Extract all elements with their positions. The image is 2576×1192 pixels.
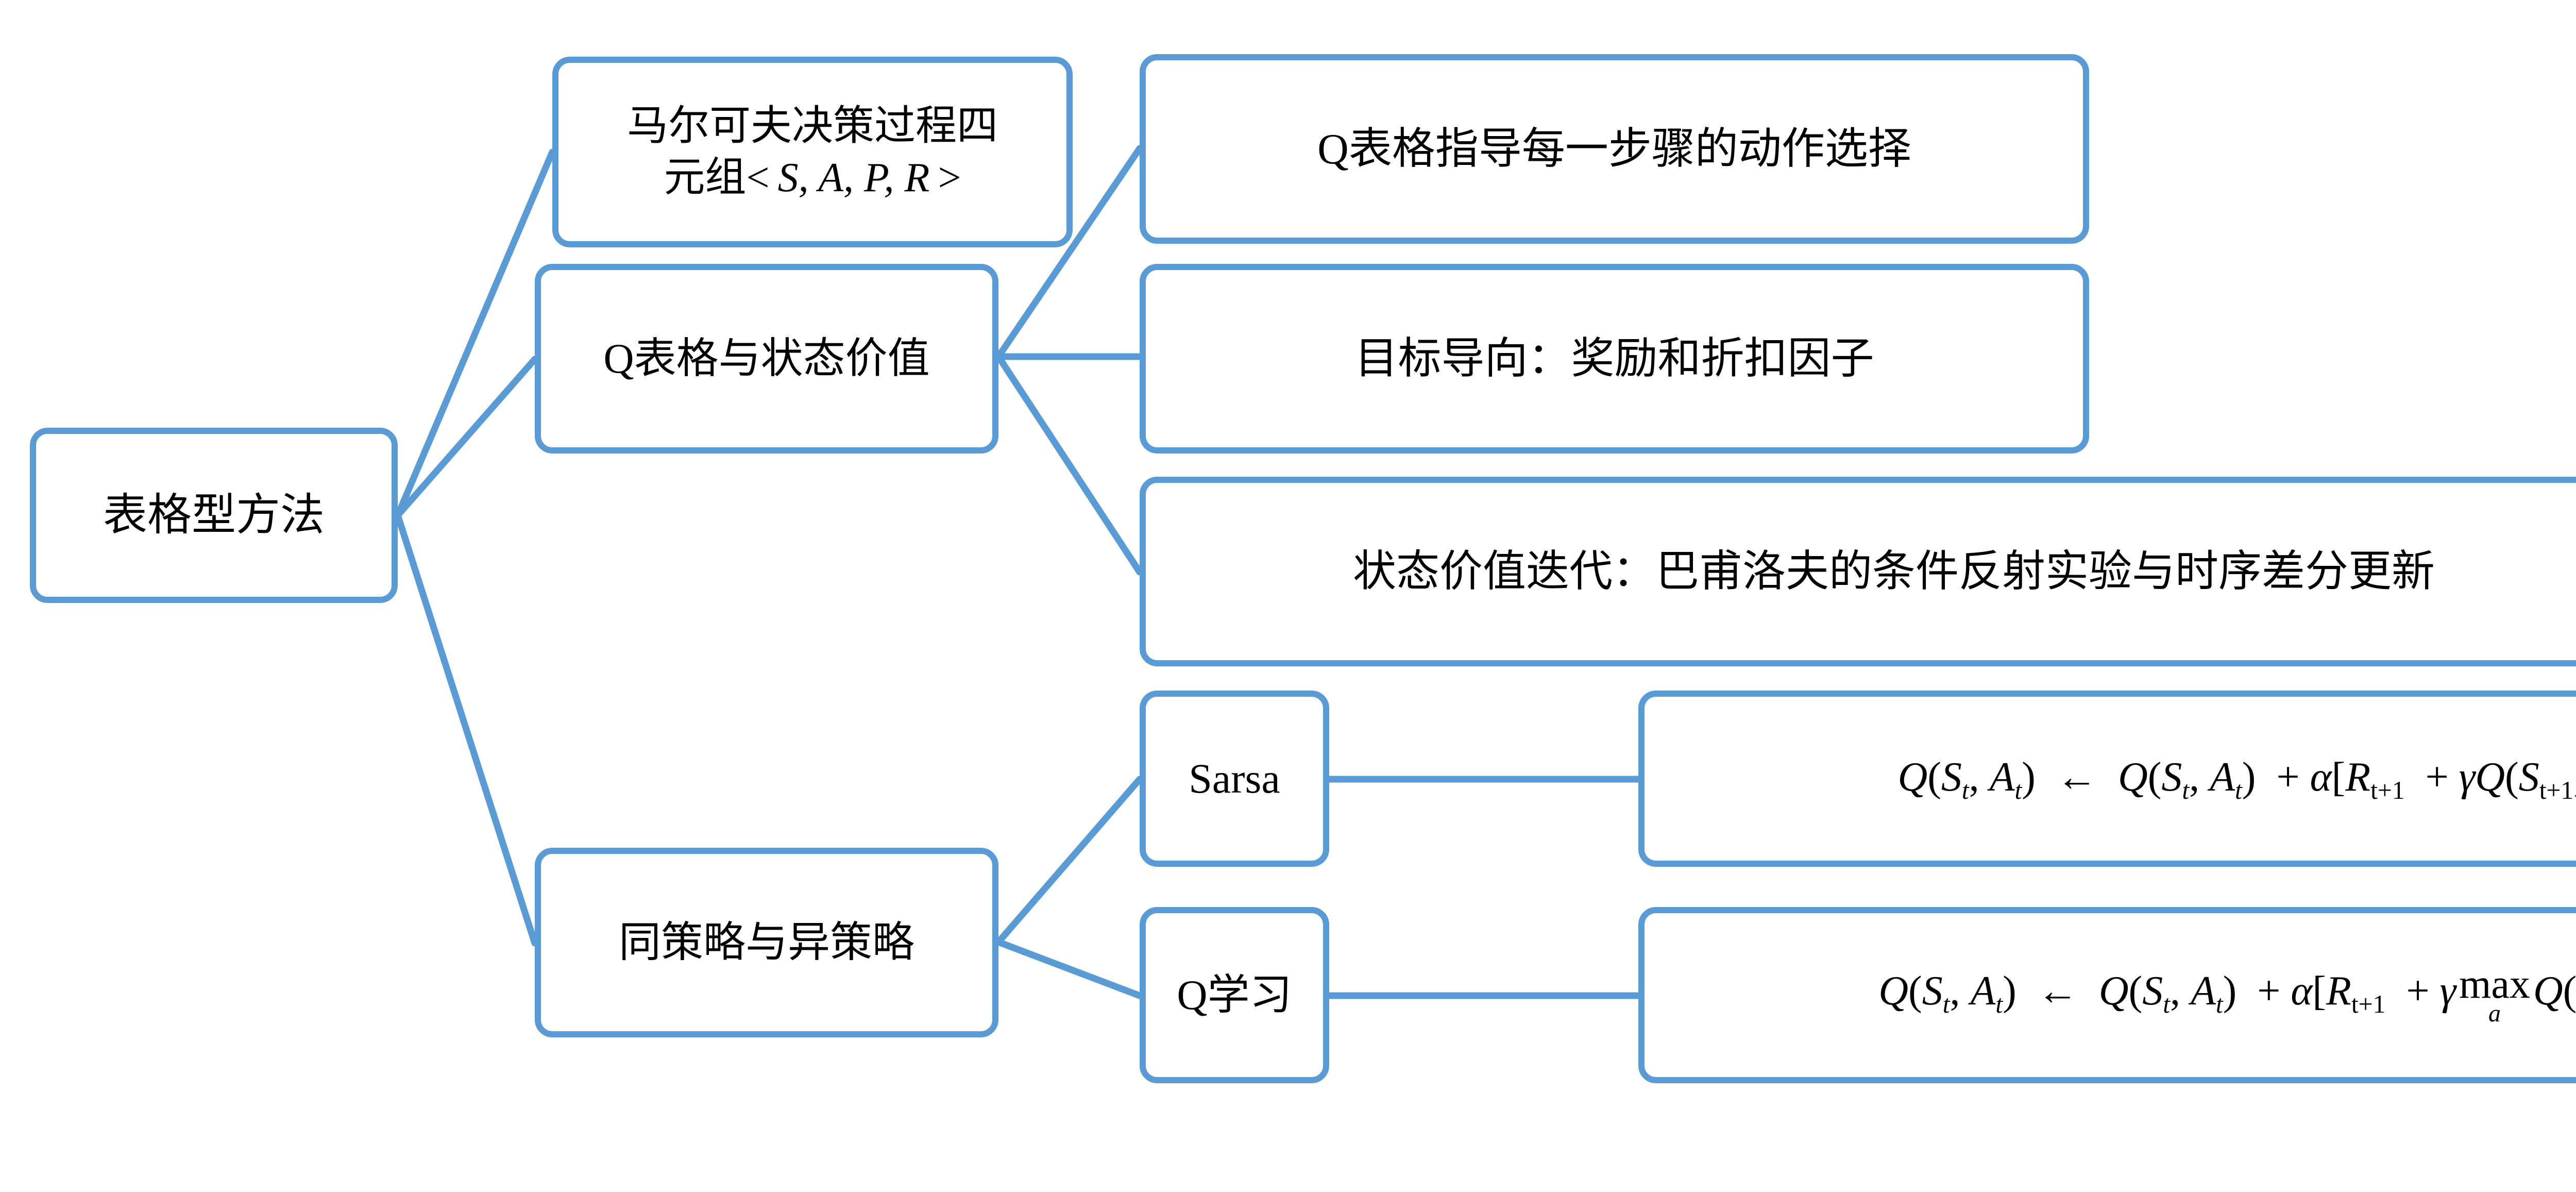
mdp-line-1: 马尔可夫决策过程四	[627, 104, 998, 149]
mdp-line-2-suffix: >	[929, 155, 961, 200]
node-formula-sarsa[interactable]: Q(St, At) ← Q(St, At) + α[Rt+1 + γQ(St+1…	[1638, 691, 2576, 867]
formula-sarsa-expression: Q(St, At) ← Q(St, At) + α[Rt+1 + γQ(St+1…	[1897, 754, 2576, 804]
node-goal-oriented-reward-discount-label: 目标导向：奖励和折扣因子	[1354, 334, 1874, 383]
node-sarsa-label: Sarsa	[1189, 754, 1280, 802]
node-q-table-and-state-value[interactable]: Q表格与状态价值	[535, 264, 998, 454]
node-goal-oriented-reward-discount[interactable]: 目标导向：奖励和折扣因子	[1140, 264, 2089, 454]
mdp-line-2-vars: S, A, P, R	[777, 155, 930, 200]
node-on-policy-off-policy-label: 同策略与异策略	[618, 918, 914, 966]
node-q-table-guides-action-selection[interactable]: Q表格指导每一步骤的动作选择	[1140, 54, 2089, 244]
node-root-label: 表格型方法	[103, 490, 325, 540]
node-markov-decision-process-label: 马尔可夫决策过程四 元组< S, A, P, R >	[571, 100, 1054, 204]
node-root[interactable]: 表格型方法	[30, 428, 398, 603]
mdp-line-2-prefix: 元组<	[664, 155, 778, 200]
node-state-value-iteration-pavlov-td[interactable]: 状态价值迭代：巴甫洛夫的条件反射实验与时序差分更新	[1140, 477, 2576, 666]
node-state-value-iteration-pavlov-td-label: 状态价值迭代：巴甫洛夫的条件反射实验与时序差分更新	[1352, 547, 2435, 596]
node-markov-decision-process[interactable]: 马尔可夫决策过程四 元组< S, A, P, R >	[552, 57, 1073, 247]
node-sarsa[interactable]: Sarsa	[1140, 691, 1329, 867]
node-q-learning-label: Q学习	[1177, 971, 1292, 1018]
node-q-table-and-state-value-label: Q表格与状态价值	[603, 334, 930, 382]
node-on-policy-off-policy[interactable]: 同策略与异策略	[535, 848, 998, 1037]
node-q-table-guides-action-selection-label: Q表格指导每一步骤的动作选择	[1317, 125, 1911, 173]
node-q-learning[interactable]: Q学习	[1140, 907, 1329, 1083]
